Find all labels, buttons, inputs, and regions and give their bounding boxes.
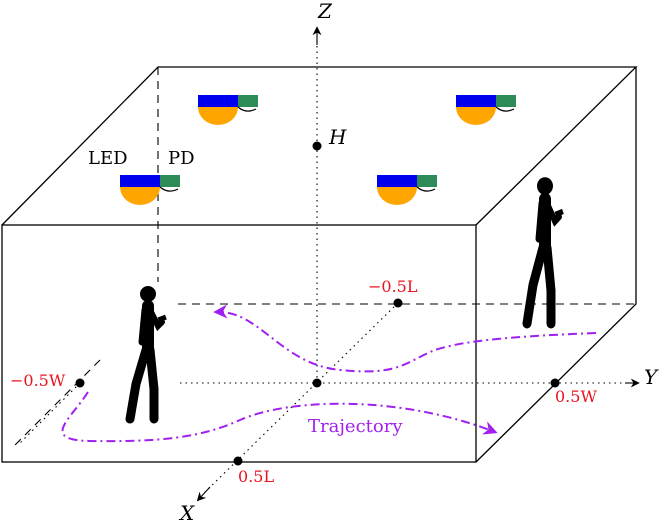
front-wall xyxy=(1,224,477,463)
half-L-label: 0.5L xyxy=(238,467,274,486)
x-axis-line xyxy=(204,302,399,493)
neg-half-L-point xyxy=(393,298,403,308)
half-L-point xyxy=(233,456,243,466)
height-point xyxy=(312,141,322,151)
axis-points xyxy=(75,141,560,466)
origin-point xyxy=(312,378,322,388)
pd-label: PD xyxy=(168,148,195,169)
height-label: H xyxy=(328,125,347,149)
fixture-front-right-icon xyxy=(376,174,438,206)
axis-x-label: X xyxy=(178,501,195,523)
fixture-back-right-icon xyxy=(455,94,517,126)
trajectory-path-lower xyxy=(61,391,498,443)
axis-y-label: Y xyxy=(644,365,659,389)
neg-w-guide xyxy=(19,382,81,444)
neg-half-L-label: −0.5L xyxy=(368,277,418,296)
right-wall-outline xyxy=(475,67,637,463)
person-left-icon xyxy=(130,286,167,419)
half-W-label: 0.5W xyxy=(555,387,597,406)
fixture-front-left-icon xyxy=(119,174,181,206)
led-label: LED xyxy=(88,148,128,169)
person-right-icon xyxy=(527,177,564,323)
neg-half-W-label: −0.5W xyxy=(10,371,66,390)
ceiling-outline xyxy=(1,66,638,226)
hidden-edges xyxy=(11,67,636,449)
neg-half-W-point xyxy=(75,378,85,388)
trajectory-path xyxy=(213,304,597,373)
trajectory-label: Trajectory xyxy=(308,416,403,437)
x-axis-arrow xyxy=(196,486,211,502)
hidden-floor-left-edge xyxy=(11,359,101,449)
half-W-point xyxy=(550,378,560,388)
fixture-back-left-icon xyxy=(197,94,259,126)
axis-z-label: Z xyxy=(317,0,333,23)
